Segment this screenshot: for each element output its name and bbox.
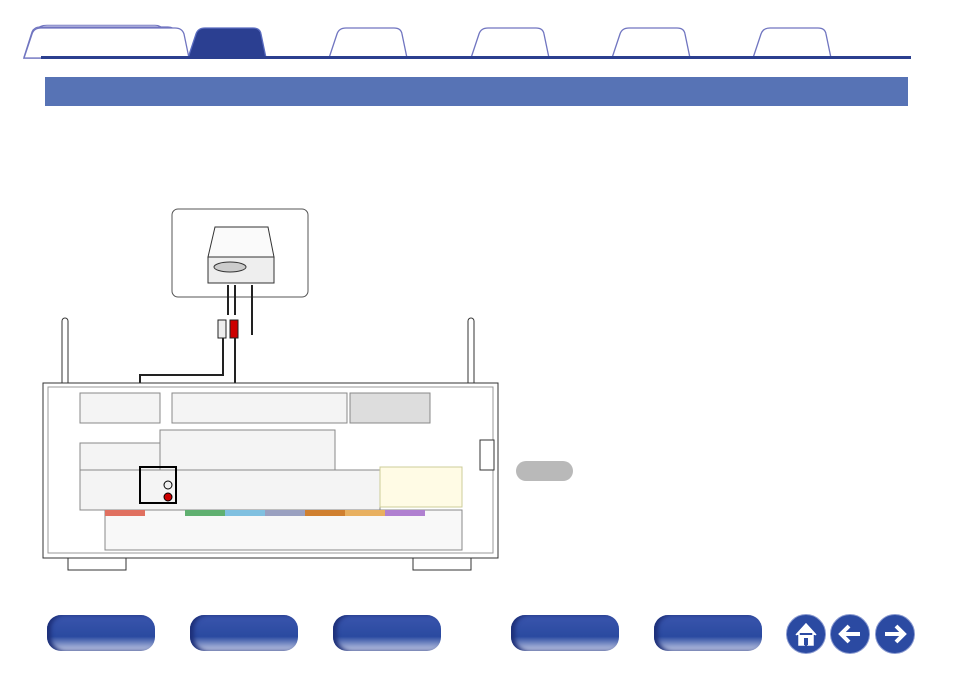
turntable-icon [207,226,275,284]
nav-button-3[interactable] [333,615,441,651]
note-pill [516,461,573,481]
arrow-left-icon [838,624,860,644]
tab-contents[interactable] [23,27,190,59]
arrow-right-icon [885,624,907,644]
nav-button-1[interactable] [47,615,155,651]
nav-button-4[interactable] [511,615,619,651]
home-icon [795,622,817,646]
tab-tips[interactable] [611,27,691,59]
tab-appendix[interactable] [752,27,832,59]
tab-underline [41,56,911,59]
forward-button[interactable] [875,614,915,654]
tab-playback[interactable] [328,27,408,59]
back-button[interactable] [830,614,870,654]
tab-connections[interactable] [187,27,267,59]
nav-button-5[interactable] [654,615,762,651]
tab-settings[interactable] [470,27,550,59]
home-button[interactable] [786,614,826,654]
connection-diagram [42,208,499,571]
nav-button-2[interactable] [190,615,298,651]
section-header-bar [45,77,908,106]
